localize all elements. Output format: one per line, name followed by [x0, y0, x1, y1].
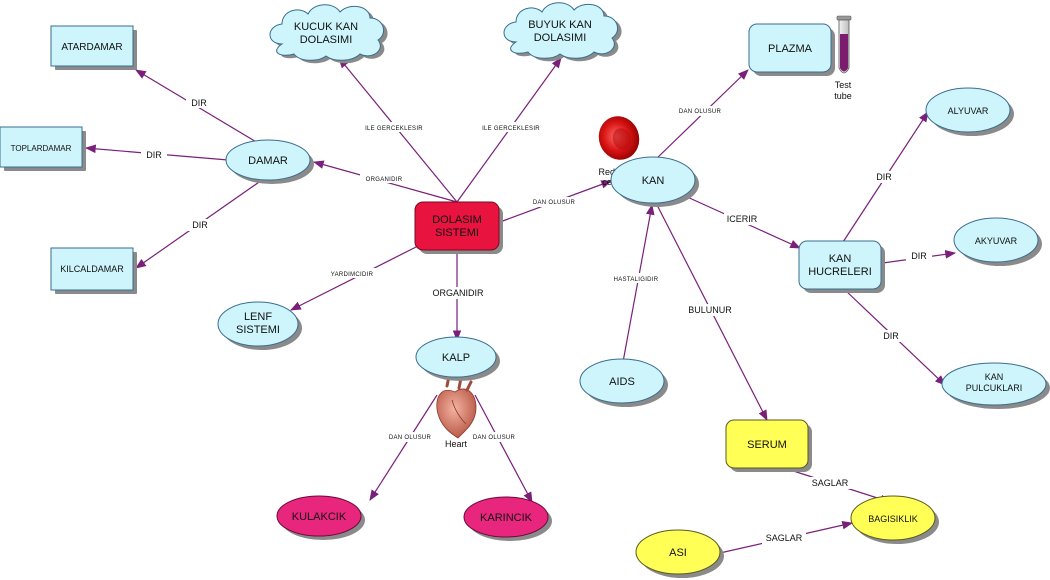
node-asi[interactable] [635, 529, 721, 575]
label-karincik: KARINCIK [480, 512, 533, 524]
node-kan-pulcuklari[interactable] [941, 362, 1047, 406]
test-tube-icon: Test tube [834, 15, 852, 101]
label-kalp: KALP [442, 352, 470, 364]
edge-label-dir-alyuvar: DIR [876, 172, 892, 182]
label-asi: ASI [669, 547, 687, 559]
label-atardamar: ATARDAMAR [61, 42, 122, 53]
edge-aids-kan [622, 203, 655, 363]
edge-label-hastaligidir: HASTALIGIDIR [614, 277, 659, 283]
node-plazma[interactable] [748, 23, 832, 73]
node-kalp[interactable] [415, 336, 497, 378]
node-dolasim-sistemi[interactable] [414, 201, 500, 251]
node-kulakcik[interactable] [276, 495, 362, 537]
node-serum[interactable] [725, 419, 809, 469]
edge-label-danolusur-plazma: DAN OLUSUR [679, 109, 722, 115]
edge-label-organidir-kalp: ORGANIDIR [432, 288, 484, 298]
edge-labels: DIR DIR DIR ORGANIDIR ILE GERCEKLESIR IL… [141, 96, 932, 544]
edge-label-dir-kilcaldamar: DIR [192, 220, 208, 230]
node-kan[interactable] [610, 156, 696, 204]
edge-label-dir-toplardamar: DIR [146, 150, 162, 160]
node-shadows [4, 28, 1050, 578]
edge-label-ilegerceklesir-kucuk: ILE GERCEKLESIR [365, 126, 423, 132]
edge-label-icerir: ICERIR [727, 214, 758, 224]
node-kucuk-kan-dolasimi[interactable] [269, 4, 388, 64]
edge-label-saglar-serum: SAGLAR [812, 478, 849, 488]
label-kan: KAN [642, 175, 665, 187]
heart-icon: Heart [436, 374, 477, 449]
edge-label-yardimcidir: YARDIMCIDIR [331, 272, 374, 278]
label-akyuvar: AKYUVAR [975, 236, 1018, 246]
label-alyuvar: ALYUVAR [948, 106, 989, 116]
node-aids[interactable] [579, 358, 665, 404]
node-lenf-sistemi[interactable] [217, 301, 299, 347]
label-kulakcik: KULAKCIK [292, 511, 347, 523]
edge-label-dir-akyuvar: DIR [911, 251, 927, 261]
edge-label-saglar-asi: SAGLAR [766, 533, 803, 543]
edge-label-organidir-damar: ORGANIDIR [366, 177, 403, 183]
node-atardamar[interactable] [50, 25, 134, 67]
node-buyuk-kan-dolasimi[interactable] [503, 2, 622, 62]
label-kilcaldamar: KILCALDAMAR [60, 264, 124, 274]
edge-label-dir-pulcuklari: DIR [883, 331, 899, 341]
node-alyuvar[interactable] [925, 87, 1011, 133]
edge-label-ilegerceklesir-buyuk: ILE GERCEKLESIR [482, 126, 540, 132]
label-plazma: PLAZMA [768, 43, 813, 55]
edge-label-danolusur-kulakcik: DAN OLUSUR [389, 435, 432, 441]
node-karincik[interactable] [463, 496, 549, 538]
node-damar[interactable] [225, 139, 311, 181]
test-tube-caption-line2: tube [834, 91, 852, 101]
test-tube-caption-line1: Test [835, 80, 852, 90]
node-kan-hucreleri[interactable] [798, 240, 882, 290]
node-bagisiklik[interactable] [850, 495, 936, 541]
label-damar: DAMAR [248, 155, 288, 167]
label-bagisiklik: BAGISIKLIK [868, 514, 918, 524]
heart-caption: Heart [445, 439, 468, 449]
label-aids: AIDS [609, 376, 635, 388]
red-blood-cell-caption-line2: cell [602, 177, 616, 187]
node-kilcaldamar[interactable] [50, 247, 134, 291]
edge-kalp-kulakcik [369, 394, 438, 501]
node-akyuvar[interactable] [953, 217, 1039, 263]
label-serum: SERUM [747, 439, 787, 451]
edge-label-danolusur-kan: DAN OLUSUR [533, 200, 576, 206]
edge-kalp-karincik [474, 394, 533, 503]
edge-label-dir-atardamar: DIR [191, 98, 207, 108]
node-toplardamar[interactable] [0, 126, 83, 168]
edge-label-danolusur-karincik: DAN OLUSUR [473, 435, 516, 441]
edge-label-bulunur: BULUNUR [688, 305, 732, 315]
label-toplardamar: TOPLARDAMAR [11, 144, 72, 153]
